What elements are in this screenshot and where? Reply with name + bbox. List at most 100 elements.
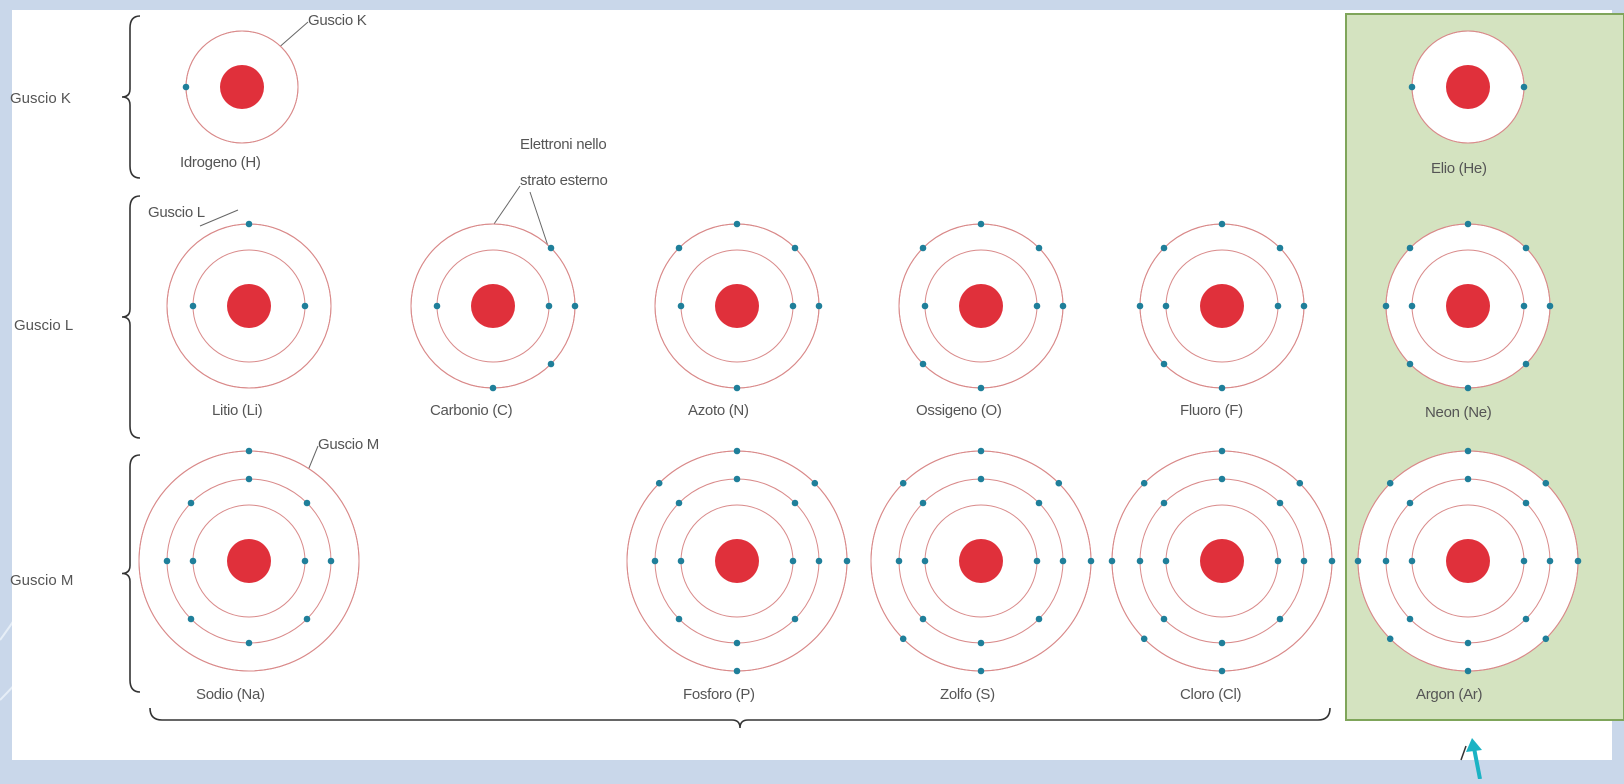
neon-nucleus xyxy=(1446,284,1490,328)
phosphorus-electron xyxy=(677,557,685,565)
fluorine-electron xyxy=(1218,384,1226,392)
phosphorus-electron xyxy=(811,479,819,487)
sodium-electron xyxy=(187,499,195,507)
element-label-chlorine: Cloro (Cl) xyxy=(1180,686,1242,703)
sodium-electron xyxy=(303,499,311,507)
element-label-nitrogen: Azoto (N) xyxy=(688,402,749,419)
fluorine-electron xyxy=(1136,302,1144,310)
annotation-shell-l: Guscio L xyxy=(148,204,205,221)
row-label-shell-l: Guscio L xyxy=(14,317,74,334)
sodium-electron xyxy=(187,615,195,623)
chlorine-electron xyxy=(1162,557,1170,565)
brace-shell-m xyxy=(121,454,141,693)
argon-electron xyxy=(1522,615,1530,623)
argon-electron xyxy=(1406,499,1414,507)
sodium-nucleus xyxy=(227,539,271,583)
element-label-helium: Elio (He) xyxy=(1431,160,1487,177)
argon-electron xyxy=(1520,557,1528,565)
sodium-electron xyxy=(301,557,309,565)
chlorine-electron xyxy=(1140,479,1148,487)
fluorine-nucleus xyxy=(1200,284,1244,328)
annotation-shell-k: Guscio K xyxy=(308,12,367,29)
phosphorus-electron xyxy=(733,475,741,483)
pointer-tick xyxy=(1460,745,1467,761)
sodium-electron xyxy=(245,475,253,483)
argon-nucleus xyxy=(1446,539,1490,583)
phosphorus-electron xyxy=(791,499,799,507)
sulfur-electron xyxy=(977,667,985,675)
sodium-electron xyxy=(245,639,253,647)
sulfur-electron xyxy=(1035,499,1043,507)
row-label-shell-m: Guscio M xyxy=(10,572,74,589)
neon-electron xyxy=(1382,302,1390,310)
neon-electron xyxy=(1464,384,1472,392)
fluorine-electron xyxy=(1160,244,1168,252)
oxygen-electron xyxy=(977,384,985,392)
carbon-electron xyxy=(545,302,553,310)
chlorine-electron xyxy=(1300,557,1308,565)
element-label-hydrogen: Idrogeno (H) xyxy=(180,154,261,171)
chlorine-electron xyxy=(1296,479,1304,487)
sulfur-electron xyxy=(1059,557,1067,565)
neon-electron xyxy=(1406,360,1414,368)
oxygen-electron xyxy=(1033,302,1041,310)
oxygen-electron xyxy=(1035,244,1043,252)
leader-shell-k xyxy=(275,21,309,51)
brace-shell-k xyxy=(121,15,141,179)
element-label-neon: Neon (Ne) xyxy=(1425,404,1492,421)
phosphorus-electron xyxy=(733,447,741,455)
sulfur-electron xyxy=(1087,557,1095,565)
chlorine-electron xyxy=(1218,639,1226,647)
neon-electron xyxy=(1522,360,1530,368)
element-label-fluorine: Fluoro (F) xyxy=(1180,402,1243,419)
leader-shell-l xyxy=(199,209,239,227)
lithium-electron xyxy=(189,302,197,310)
chlorine-nucleus xyxy=(1200,539,1244,583)
phosphorus-electron xyxy=(733,639,741,647)
annotation-outer-electrons-line1: Elettroni nello xyxy=(520,136,607,153)
phosphorus-electron xyxy=(733,667,741,675)
sulfur-electron xyxy=(895,557,903,565)
element-label-sodium: Sodio (Na) xyxy=(196,686,265,703)
sulfur-electron xyxy=(919,615,927,623)
sulfur-electron xyxy=(919,499,927,507)
argon-electron xyxy=(1354,557,1362,565)
sulfur-electron xyxy=(921,557,929,565)
oxygen-electron xyxy=(919,244,927,252)
chlorine-electron xyxy=(1108,557,1116,565)
sodium-electron xyxy=(189,557,197,565)
element-label-phosphorus: Fosforo (P) xyxy=(683,686,755,703)
argon-electron xyxy=(1522,499,1530,507)
chlorine-electron xyxy=(1274,557,1282,565)
argon-electron xyxy=(1464,447,1472,455)
element-label-carbon: Carbonio (C) xyxy=(430,402,513,419)
neon-electron xyxy=(1520,302,1528,310)
phosphorus-electron xyxy=(815,557,823,565)
argon-electron xyxy=(1386,635,1394,643)
fluorine-electron xyxy=(1160,360,1168,368)
oxygen-nucleus xyxy=(959,284,1003,328)
sodium-electron xyxy=(327,557,335,565)
neon-electron xyxy=(1408,302,1416,310)
chlorine-electron xyxy=(1218,667,1226,675)
brace-shell-l xyxy=(121,195,141,439)
leader-outer-electrons-1 xyxy=(493,185,521,225)
fluorine-electron xyxy=(1300,302,1308,310)
argon-electron xyxy=(1542,479,1550,487)
chlorine-electron xyxy=(1218,447,1226,455)
argon-electron xyxy=(1464,639,1472,647)
fluorine-electron xyxy=(1276,244,1284,252)
neon-electron xyxy=(1406,244,1414,252)
element-label-argon: Argon (Ar) xyxy=(1416,686,1483,703)
hydrogen-electron xyxy=(182,83,190,91)
lithium-nucleus xyxy=(227,284,271,328)
sulfur-electron xyxy=(1033,557,1041,565)
fluorine-electron xyxy=(1274,302,1282,310)
carbon-electron xyxy=(433,302,441,310)
lithium-electron xyxy=(245,220,253,228)
phosphorus-electron xyxy=(655,479,663,487)
leader-outer-electrons-2 xyxy=(529,191,549,247)
chlorine-electron xyxy=(1160,499,1168,507)
nitrogen-electron xyxy=(791,244,799,252)
